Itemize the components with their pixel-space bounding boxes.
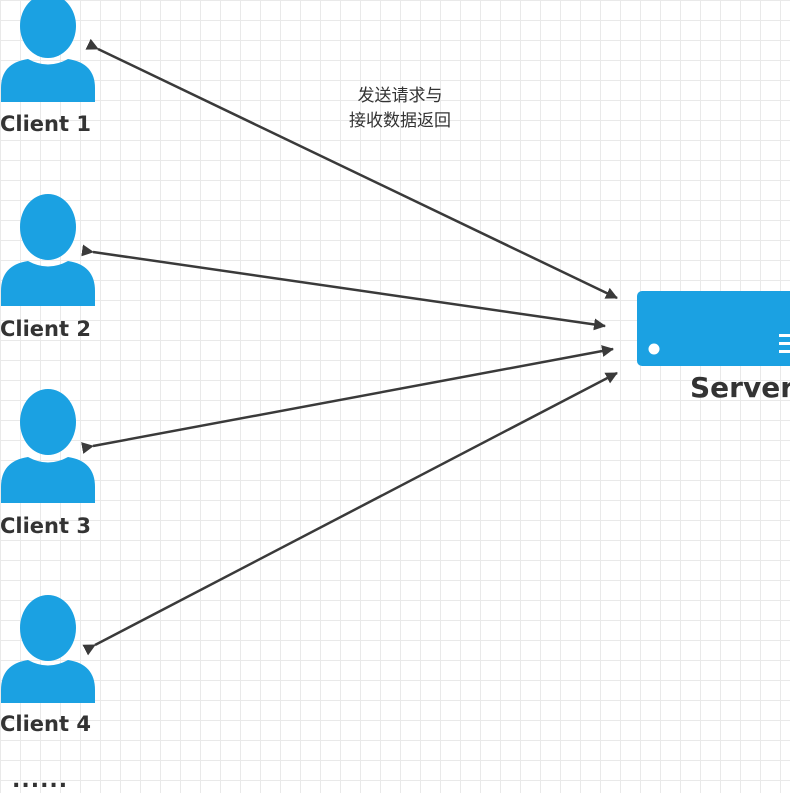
arrow-client-3-server bbox=[81, 345, 614, 454]
server-icon bbox=[637, 291, 790, 366]
edge-label-line-2: 接收数据返回 bbox=[349, 111, 451, 131]
client-4-label: Client 4 bbox=[0, 712, 91, 736]
client-2-label: Client 2 bbox=[0, 317, 91, 341]
client-1-user-icon bbox=[1, 0, 95, 102]
arrow-client-2-server bbox=[81, 244, 606, 331]
client-2-user-icon bbox=[1, 194, 95, 306]
more-clients-marker: ...... bbox=[12, 768, 69, 793]
client-3-user-icon bbox=[1, 389, 95, 503]
server-label: Server bbox=[690, 371, 790, 404]
edge-label-line-1: 发送请求与 bbox=[357, 86, 443, 106]
edge-label: 发送请求与 接收数据返回 bbox=[330, 84, 470, 134]
client-3-label: Client 3 bbox=[0, 514, 91, 538]
client-1-label: Client 1 bbox=[0, 112, 91, 136]
client-4-user-icon bbox=[1, 595, 95, 703]
arrow-client-4-server bbox=[82, 371, 618, 656]
